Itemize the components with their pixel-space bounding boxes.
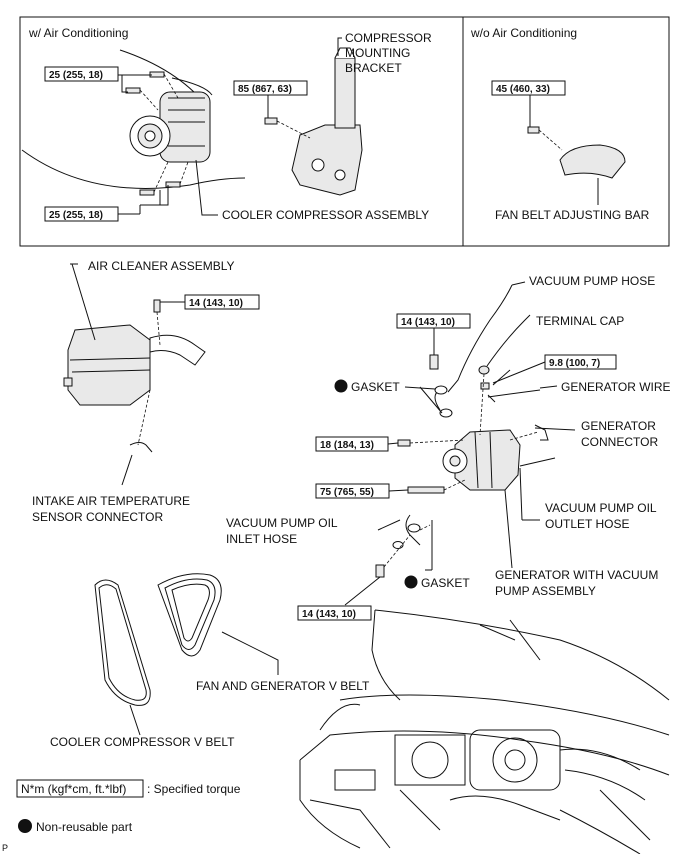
compressor-bolt (125, 87, 141, 94)
gasket-upper-ring (434, 385, 448, 395)
vacuum-hose-bolt (429, 354, 439, 370)
label-fan-and-generator-v-belt: FAN AND GENERATOR V BELT (196, 679, 370, 693)
adjusting-bar-bolt (527, 126, 540, 134)
torque-air-cleaner: 14 (143, 10) (184, 294, 260, 310)
label-generator-connector: GENERATOR CONNECTOR (581, 419, 659, 449)
compressor-bolt (139, 189, 155, 196)
svg-text:14 (143, 10): 14 (143, 10) (189, 298, 243, 309)
legend-torque-unit: N*m (kgf*cm, ft.*lbf) (21, 782, 126, 796)
legend-non-reusable-marker (18, 819, 32, 833)
non-reusable-marker-lower (404, 575, 418, 589)
torque-generator-wire-nut: 9.8 (100, 7) (492, 354, 617, 384)
label-vacuum-pump-oil-outlet-hose: VACUUM PUMP OIL OUTLET HOSE (545, 501, 659, 531)
svg-text:75 (765, 55): 75 (765, 55) (320, 487, 374, 498)
legend-torque-desc: : Specified torque (147, 782, 241, 796)
label-gasket-lower: GASKET (421, 576, 470, 590)
label-cooler-compressor-v-belt: COOLER COMPRESSOR V BELT (50, 735, 235, 749)
vehicle-engine-bay-drawing (299, 609, 670, 854)
generator-bolt-upper (397, 439, 411, 447)
top-frame: w/ Air Conditioning w/o Air Conditioning (19, 16, 670, 247)
svg-text:45 (460, 33): 45 (460, 33) (496, 84, 550, 95)
torque-generator-bolt-lower: 75 (765, 55) (315, 483, 409, 499)
generator-wire-nut (480, 382, 490, 390)
torque-vacuum-hose-bolt: 14 (143, 10) (396, 313, 471, 329)
torque-adjusting-bar: 45 (460, 33) (491, 80, 566, 96)
label-generator-wire: GENERATOR WIRE (561, 380, 671, 394)
label-vacuum-pump-hose: VACUUM PUMP HOSE (529, 274, 655, 288)
label-air-cleaner-assembly: AIR CLEANER ASSEMBLY (88, 259, 235, 273)
torque-generator-bolt-upper: 18 (184, 13) (315, 436, 399, 452)
compressor-mounting-bracket-drawing (264, 37, 363, 196)
svg-text:18 (184, 13): 18 (184, 13) (320, 440, 374, 451)
air-cleaner-bolt (153, 299, 161, 313)
panel-title-without-ac: w/o Air Conditioning (470, 26, 577, 40)
air-cleaner-drawing (63, 263, 206, 486)
compressor-bolt (149, 71, 165, 78)
sensor-connector (129, 442, 153, 453)
generator-drawing (344, 284, 576, 606)
svg-text:25 (255, 18): 25 (255, 18) (49, 70, 103, 81)
generator-bolt-lower (407, 486, 445, 494)
torque-bracket: 85 (867, 63) (233, 80, 308, 96)
cooler-compressor-v-belt-drawing (94, 579, 151, 736)
label-intake-air-temp-sensor-connector: INTAKE AIR TEMPERATURE SENSOR CONNECTOR (32, 494, 193, 524)
legend-non-reusable: Non-reusable part (36, 820, 133, 834)
svg-text:14 (143, 10): 14 (143, 10) (401, 317, 455, 328)
panel-title-with-ac: w/ Air Conditioning (28, 26, 128, 40)
compressor-bolt (165, 181, 181, 188)
label-generator-with-vacuum-pump: GENERATOR WITH VACUUM PUMP ASSEMBLY (495, 568, 662, 598)
label-fan-belt-adjusting-bar: FAN BELT ADJUSTING BAR (495, 208, 650, 222)
legend-torque-box (16, 779, 144, 798)
bracket-body (291, 124, 363, 196)
bracket-bolt (264, 117, 278, 125)
label-vacuum-pump-oil-inlet-hose: VACUUM PUMP OIL INLET HOSE (226, 516, 340, 546)
corner-mark: P (2, 843, 8, 853)
air-cleaner-hose (149, 334, 206, 366)
inlet-hose-bolt (375, 564, 385, 578)
torque-inlet-hose-bolt: 14 (143, 10) (297, 605, 372, 621)
generator-connector (534, 424, 549, 441)
terminal-cap (478, 365, 490, 375)
label-compressor-mounting-bracket: COMPRESSOR MOUNTING BRACKET (345, 31, 435, 75)
gasket-lower-ring (392, 541, 404, 549)
air-cleaner-body (67, 324, 151, 406)
svg-text:9.8 (100, 7): 9.8 (100, 7) (549, 358, 600, 369)
non-reusable-marker-upper (334, 379, 348, 393)
fan-and-generator-v-belt-drawing (157, 573, 279, 675)
svg-text:14 (143, 10): 14 (143, 10) (302, 609, 356, 620)
svg-text:85 (867, 63): 85 (867, 63) (238, 84, 292, 95)
cooler-compressor-drawing (21, 49, 246, 216)
torque-compressor-lower: 25 (255, 18) (44, 205, 141, 222)
label-terminal-cap: TERMINAL CAP (536, 314, 624, 328)
fan-belt-adjusting-bar-drawing (527, 95, 626, 205)
label-gasket-upper: GASKET (351, 380, 400, 394)
label-cooler-compressor-assembly: COOLER COMPRESSOR ASSEMBLY (222, 208, 429, 222)
svg-text:25 (255, 18): 25 (255, 18) (49, 210, 103, 221)
legend: N*m (kgf*cm, ft.*lbf) : Specified torque… (16, 779, 241, 834)
torque-compressor-upper: 25 (255, 18) (44, 66, 119, 82)
adjusting-bar-body (559, 144, 626, 179)
frame-border (19, 16, 670, 247)
